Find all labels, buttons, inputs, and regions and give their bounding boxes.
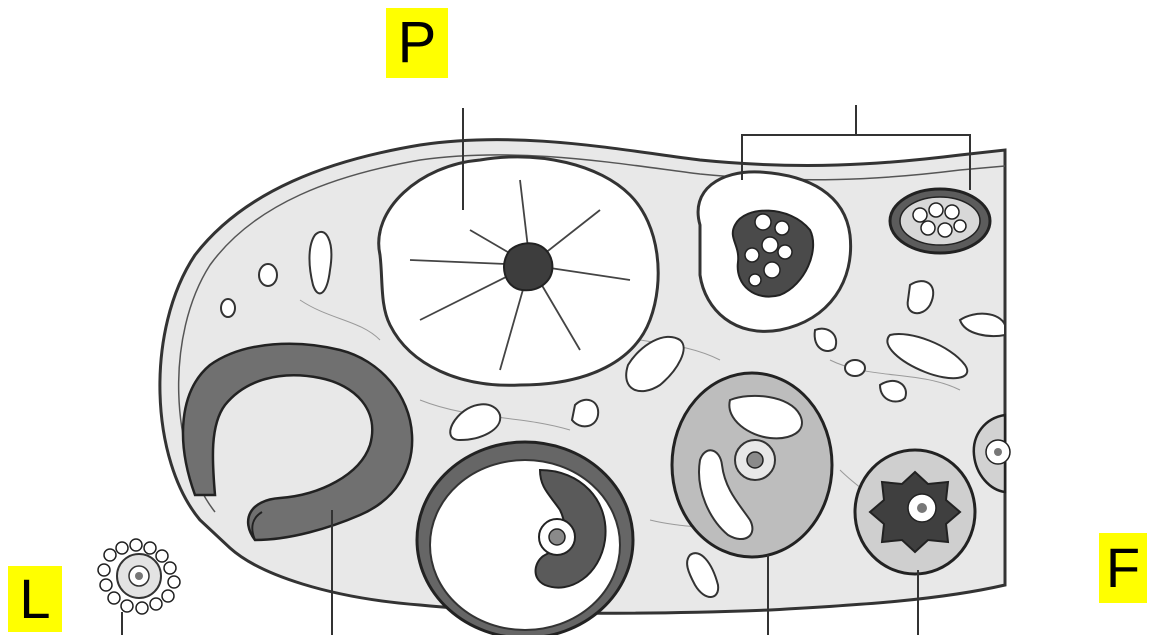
- ovum: [98, 539, 180, 614]
- corpus-albicans: [379, 157, 658, 385]
- mature-follicle: [417, 442, 633, 635]
- label-f: F: [1099, 533, 1147, 603]
- growing-follicle: [672, 373, 832, 557]
- label-p: P: [386, 8, 448, 78]
- antral-follicle: [855, 450, 975, 574]
- label-l: L: [8, 566, 62, 632]
